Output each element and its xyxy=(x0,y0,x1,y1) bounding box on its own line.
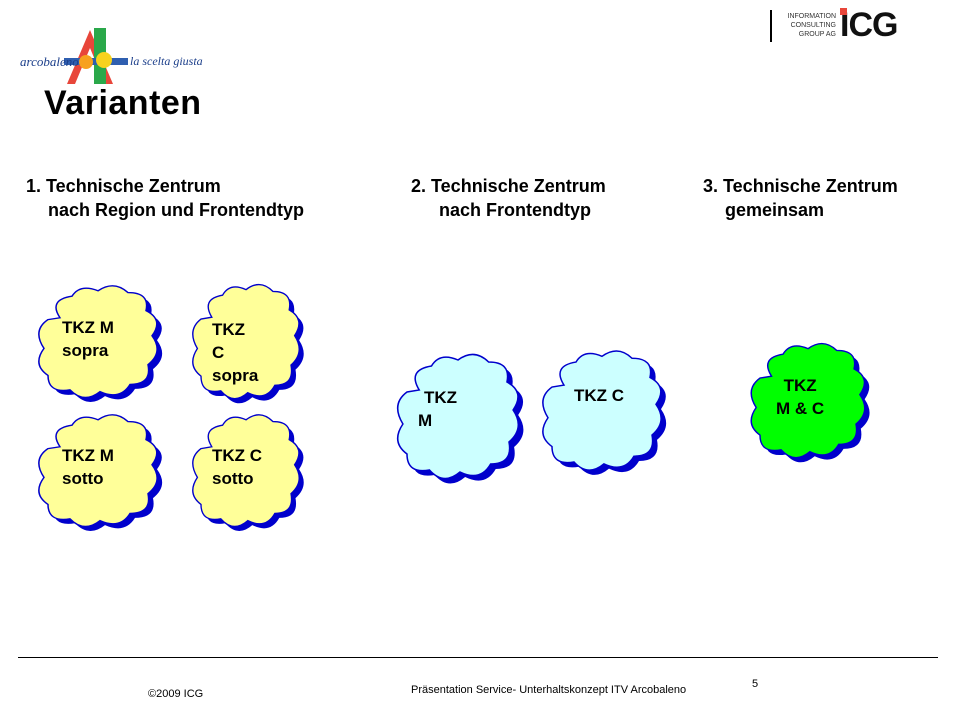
variant-heading-1: 1. Technische Zentrum nach Region und Fr… xyxy=(26,174,304,222)
cloud-label-m: TKZ M xyxy=(418,386,457,432)
variant-2-line2: nach Frontendtyp xyxy=(439,200,591,220)
variant-1-line1: 1. Technische Zentrum xyxy=(26,176,221,196)
logo-tagline: la scelta giusta xyxy=(130,54,203,68)
cloud-label-c: TKZ C xyxy=(574,384,624,407)
cloud-m-line2: M xyxy=(418,411,433,430)
logo-word-arcobaleno: arcobaleno xyxy=(20,54,79,69)
page-title: Varianten xyxy=(44,84,202,122)
cloud-m-line1: TKZ xyxy=(424,388,458,407)
cloud-tkz-m xyxy=(396,353,524,484)
cloud-mc-line2: M & C xyxy=(776,399,825,418)
variant-heading-3: 3. Technische Zentrum gemeinsam xyxy=(703,174,898,222)
cloud-c-sopra-line2: C xyxy=(212,343,225,362)
arcobaleno-logo: arcobaleno la scelta giusta xyxy=(18,22,218,92)
footer-presentation-title: Präsentation Service- Unterhaltskonzept … xyxy=(411,684,687,696)
cloud-label-c-sopra: TKZ C sopra xyxy=(212,318,258,387)
variant-2-line1: 2. Technische Zentrum xyxy=(411,176,606,196)
variant-1-line2: nach Region und Frontendtyp xyxy=(48,200,304,220)
variant-3-line1: 3. Technische Zentrum xyxy=(703,176,898,196)
footer-copyright: ©2009 ICG xyxy=(148,688,204,700)
icg-line-3: GROUP AG xyxy=(798,31,836,38)
icg-logo-text: INFORMATION CONSULTING GROUP AG xyxy=(778,12,836,39)
cloud-m-sotto-line2: sotto xyxy=(62,469,104,488)
icg-logo: INFORMATION CONSULTING GROUP AG ICG xyxy=(770,6,900,46)
cloud-label-c-sotto: TKZ C sotto xyxy=(212,444,262,490)
variant-3-line2: gemeinsam xyxy=(725,200,825,220)
cloud-c-sopra-line3: sopra xyxy=(212,366,259,385)
cloud-c-sotto-line2: sotto xyxy=(212,469,254,488)
cloud-mc-line1: TKZ xyxy=(783,376,817,395)
variant-heading-2: 2. Technische Zentrum nach Frontendtyp xyxy=(411,174,606,222)
cloud-m-sopra-line2: sopra xyxy=(62,341,109,360)
cloud-c-sopra-line1: TKZ xyxy=(212,320,246,339)
cloud-c-line1: TKZ C xyxy=(574,386,625,405)
cloud-c-sotto-line1: TKZ C xyxy=(212,446,263,465)
cloud-tkz-c xyxy=(542,350,667,475)
footer-divider xyxy=(18,657,938,658)
arcobaleno-logo-mark xyxy=(64,28,128,84)
icg-line-1: INFORMATION xyxy=(787,13,836,20)
cloud-m-sopra-line1: TKZ M xyxy=(62,318,114,337)
cloud-label-m-sopra: TKZ M sopra xyxy=(62,316,114,362)
icg-mark: ICG xyxy=(840,6,898,44)
icg-line-2: CONSULTING xyxy=(790,22,836,29)
icg-dot xyxy=(840,8,847,15)
cloud-m-sotto-line1: TKZ M xyxy=(62,446,114,465)
cloud-label-m-sotto: TKZ M sotto xyxy=(62,444,114,490)
cloud-label-mc: TKZ M & C xyxy=(776,374,824,420)
footer-page-number: 5 xyxy=(752,678,759,690)
